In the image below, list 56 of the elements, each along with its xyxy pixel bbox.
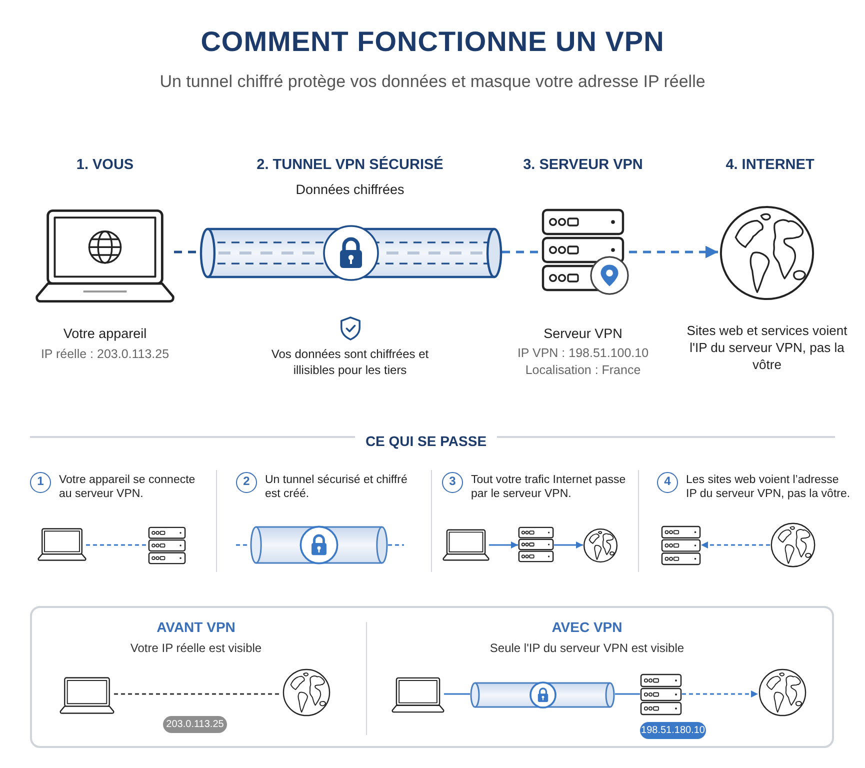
server-icon [640,674,682,715]
globe-icon [758,668,807,717]
step-number: 3 [442,472,463,493]
ip-badge: 198.51.180.10 [640,722,706,739]
arrow [489,542,518,548]
description: Vos données sont chiffrées et illisibles pour les tiers [270,346,430,378]
ip-badge: 203.0.113.25 [163,716,227,733]
dashed-line [114,693,282,695]
step-number: 2 [236,472,257,493]
subtitle: Un tunnel chiffré protège vos données et masque votre adresse IP réelle [160,72,706,92]
globe-icon [583,528,618,563]
panel-subtitle: Votre IP réelle est visible [130,641,262,655]
step-description: Les sites web voient l’adresse IP du serveur VPN, pas la vôtre. [686,473,851,501]
panel-subtitle: Seule l'IP du serveur VPN est visible [490,641,684,655]
laptop-icon [443,529,489,561]
globe-icon [282,668,331,717]
laptop-icon [392,677,444,713]
laptop-icon [38,528,86,561]
arrow [682,690,758,698]
laptop-icon [60,677,114,714]
server-label: Serveur VPN [544,326,622,341]
arrow [701,542,770,548]
tunnel-caption: Données chiffrées [296,182,404,197]
arrow [629,246,718,258]
step-number: 1 [30,472,51,493]
ip-address-text: IP réelle : 203.0.113.25 [40,346,170,363]
step-number: 4 [657,472,678,493]
arrow [554,542,583,548]
column-heading: 3. SERVEUR VPN [523,157,643,173]
connector-line [444,693,470,695]
panel-heading: AVEC VPN [552,619,622,635]
dashed-line [236,544,250,546]
step-description: Votre appareil se connecte au serveur VPN. [59,473,196,501]
server-icon [661,526,701,565]
ip-address-text: IP VPN : 198.51.100.10 [517,345,649,362]
dashed-line [388,544,404,546]
panel-heading: AVANT VPN [156,619,236,635]
server-icon [518,527,554,562]
dashed-line [502,250,541,254]
step-description: Tout votre trafic Internet passe par le serveur VPN. [471,473,627,501]
column-heading: 1. VOUS [76,157,134,173]
globe-icon [718,204,816,302]
description: Sites web et services voient l'IP du serveur VPN, pas la vôtre [686,322,848,373]
connector-line [615,693,640,695]
title: COMMENT FONCTIONNE UN VPN [200,26,664,58]
section-heading: CE QUI SE PASSE [365,433,487,449]
column-heading: 2. TUNNEL VPN SÉCURISÉ [256,157,444,173]
globe-icon [770,522,816,568]
device-label: Votre appareil [63,326,147,341]
comparison-panel [30,606,834,748]
column-heading: 4. INTERNET [726,157,814,173]
location-text: Localisation : France [525,362,641,379]
laptop-icon [36,208,174,304]
dashed-line [86,544,148,546]
step-description: Un tunnel sécurisé et chiffré est créé. [265,473,408,501]
server-icon [148,527,186,564]
